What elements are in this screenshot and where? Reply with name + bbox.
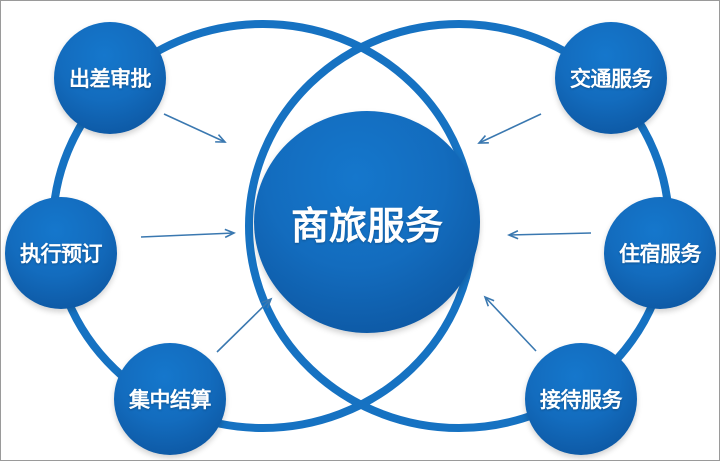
node-label: 集中结算	[129, 388, 212, 412]
node-travel-approval: 出差审批	[54, 22, 166, 134]
arrow-booking-to-center	[140, 228, 236, 239]
node-label: 执行预订	[20, 242, 103, 266]
arrow-settlement-to-center	[216, 297, 273, 353]
node-label: 接待服务	[540, 388, 623, 412]
node-label: 住宿服务	[619, 242, 702, 266]
node-lodging-service: 住宿服务	[604, 197, 716, 309]
node-label: 出差审批	[69, 67, 152, 91]
arrow-reception-to-center	[483, 295, 537, 352]
arrow-transport-to-center	[477, 113, 542, 144]
node-reception-service: 接待服务	[525, 343, 637, 455]
center-node-business-travel: 商旅服务	[254, 111, 480, 333]
node-transport-service: 交通服务	[555, 22, 667, 134]
node-label: 交通服务	[570, 67, 653, 91]
node-execute-booking: 执行预订	[5, 197, 117, 309]
node-centralized-settlement: 集中结算	[114, 343, 226, 455]
arrow-approval-to-center	[163, 113, 227, 143]
arrow-lodging-to-center	[507, 230, 592, 240]
center-node-label: 商旅服务	[290, 203, 443, 248]
